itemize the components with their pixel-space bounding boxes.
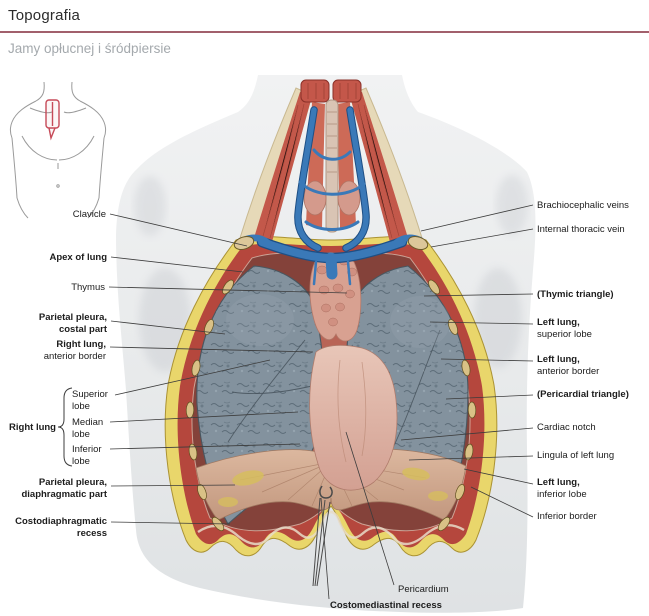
leader-apex-of-lung bbox=[110, 256, 244, 273]
page-title: Topografia bbox=[8, 7, 81, 24]
leader-pericardium bbox=[345, 431, 395, 586]
leader-clavicle bbox=[109, 213, 248, 247]
fat-patch bbox=[232, 470, 264, 486]
leader-brachiocephalic-veins bbox=[420, 204, 534, 232]
right-lung-brace bbox=[57, 387, 73, 467]
right-lung-horizontal-fissure bbox=[231, 385, 313, 395]
thyroid-lobe bbox=[303, 180, 327, 216]
leader-lines bbox=[108, 204, 534, 600]
sternocleidomastoid-right bbox=[350, 92, 408, 242]
cut-muscle-stump bbox=[332, 79, 362, 103]
body-orientation-icon bbox=[10, 81, 106, 219]
clavicle-cut bbox=[233, 236, 255, 250]
leader-median-lobe bbox=[109, 411, 299, 423]
cut-muscle-stump bbox=[300, 79, 330, 103]
neck-dissection bbox=[233, 79, 429, 286]
trachea bbox=[325, 99, 339, 233]
leader-inferior-lobe bbox=[109, 443, 301, 450]
retractor-tool bbox=[312, 485, 333, 587]
highlight-region bbox=[45, 99, 60, 141]
leader-inferior-border bbox=[470, 486, 534, 518]
leader-costomediastinal-recess bbox=[320, 497, 330, 600]
leader-lingula-of-left-lung bbox=[408, 455, 534, 461]
thyroid-lobe bbox=[337, 180, 361, 216]
leader-parietal-pleura-costal-part bbox=[110, 320, 226, 335]
leader-thymus bbox=[108, 286, 348, 294]
leader-right-lung-anterior-border bbox=[109, 346, 314, 353]
rib-cross-sections bbox=[185, 279, 477, 532]
neck-veins bbox=[240, 106, 424, 286]
leader-costodiaphragmatic-recess bbox=[110, 521, 231, 525]
page-subtitle: Jamy opłucnej i śródpiersie bbox=[8, 41, 171, 56]
leader-pericardial-triangle bbox=[445, 394, 534, 400]
sternocleidomastoid-left bbox=[254, 92, 312, 242]
leader-left-lung-superior-lobe bbox=[429, 321, 534, 325]
leader-left-lung-anterior-border bbox=[440, 358, 534, 362]
leader-cardiac-notch bbox=[400, 427, 534, 441]
leader-internal-thoracic-vein bbox=[430, 228, 534, 248]
title-rule bbox=[0, 31, 649, 33]
leader-superior-lobe bbox=[114, 359, 271, 396]
leader-parietal-pleura-diaphragmatic-part bbox=[110, 484, 236, 487]
leader-left-lung-inferior-lobe bbox=[463, 468, 534, 485]
leader-thymic-triangle bbox=[423, 293, 534, 297]
pericardium-shape bbox=[309, 344, 398, 491]
diaphragm bbox=[195, 448, 467, 521]
clavicle-cut bbox=[407, 236, 429, 250]
fat-patch bbox=[402, 467, 430, 481]
